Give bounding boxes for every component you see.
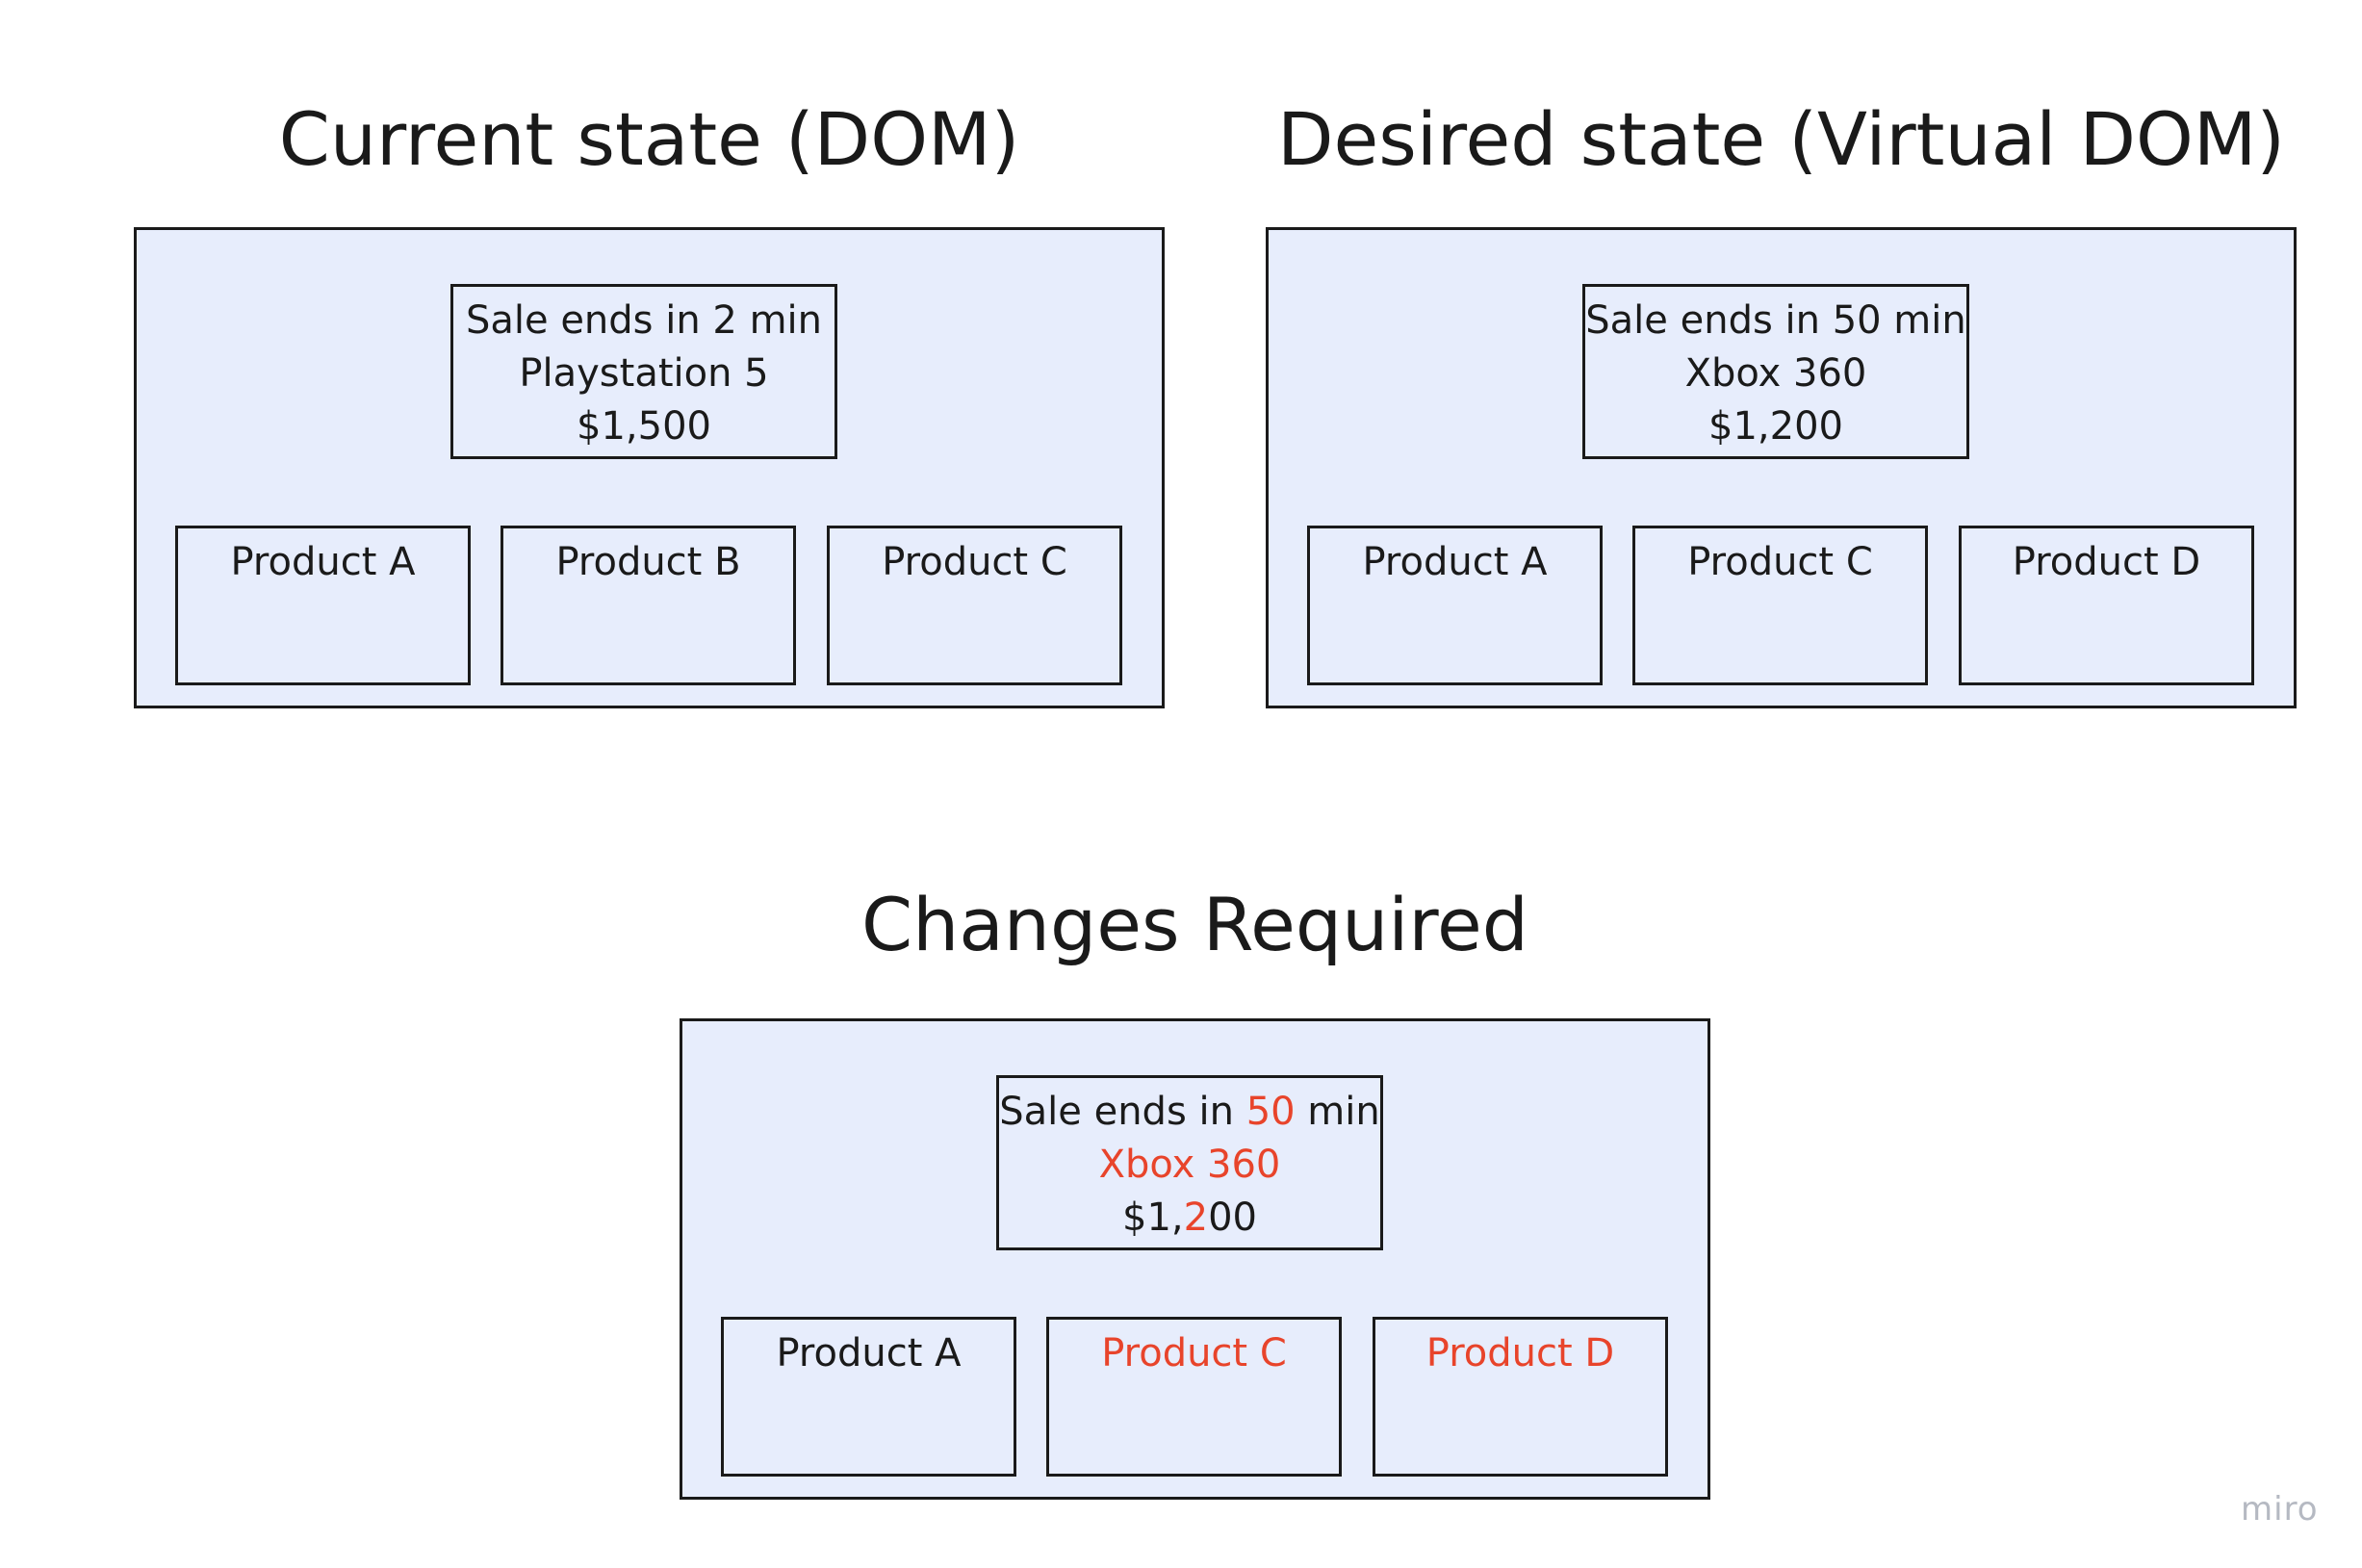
current-state-title: Current state (DOM) [278, 96, 1020, 182]
desired-state-title: Desired state (Virtual DOM) [1276, 96, 2286, 182]
product-card: Product C [827, 526, 1122, 685]
sale-timer-text: Sale ends in 50 min [1585, 298, 1966, 343]
changes-sale-banner: Sale ends in 50 min Xbox 360 $1,200 [996, 1075, 1383, 1250]
sale-product-name: Playstation 5 [519, 351, 769, 396]
sale-price: $1,500 [577, 404, 711, 449]
miro-watermark: miro [2241, 1490, 2319, 1529]
sale-timer-text: Sale ends in 50 min [999, 1086, 1380, 1139]
changed-product-card: Product D [1373, 1317, 1668, 1477]
price-suffix: 00 [1208, 1195, 1257, 1240]
changed-minutes: 50 [1245, 1090, 1296, 1134]
product-card: Product C [1632, 526, 1928, 685]
current-state-frame: Sale ends in 2 min Playstation 5 $1,500 … [134, 227, 1165, 708]
sale-timer-suffix: min [1295, 1090, 1380, 1134]
changed-product-name: Xbox 360 [1098, 1143, 1281, 1187]
changes-required-title: Changes Required [861, 882, 1528, 967]
changes-required-frame: Sale ends in 50 min Xbox 360 $1,200 Prod… [680, 1018, 1710, 1500]
product-card: Product B [501, 526, 796, 685]
sale-price: $1,200 [1708, 404, 1843, 449]
desired-state-frame: Sale ends in 50 min Xbox 360 $1,200 Prod… [1266, 227, 2297, 708]
sale-timer-prefix: Sale ends in [999, 1090, 1246, 1134]
sale-price: $1,200 [999, 1192, 1380, 1245]
desired-sale-banner: Sale ends in 50 min Xbox 360 $1,200 [1582, 284, 1969, 459]
current-sale-banner: Sale ends in 2 min Playstation 5 $1,500 [450, 284, 837, 459]
changed-price-digit: 2 [1183, 1195, 1209, 1240]
product-card: Product A [721, 1317, 1016, 1477]
product-card: Product A [1307, 526, 1603, 685]
changed-product-card: Product C [1046, 1317, 1342, 1477]
price-prefix: $1, [1122, 1195, 1184, 1240]
sale-timer-text: Sale ends in 2 min [465, 298, 823, 343]
sale-product-name: Xbox 360 [1684, 351, 1867, 396]
product-card: Product A [175, 526, 471, 685]
product-card: Product D [1959, 526, 2254, 685]
